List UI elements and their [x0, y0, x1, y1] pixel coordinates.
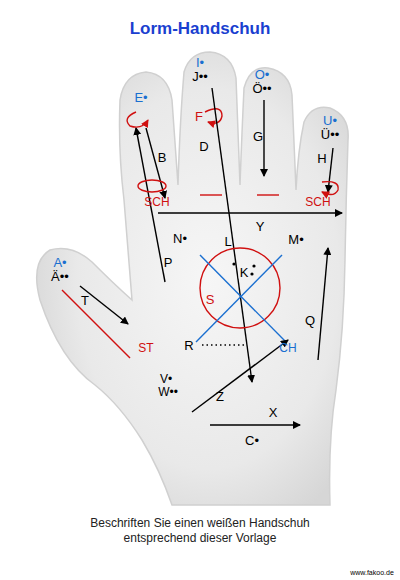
- letter-label: R: [183, 339, 194, 352]
- vowel-label: O•: [254, 68, 271, 81]
- letter-label: X: [268, 406, 279, 419]
- letter-label: Ö••: [251, 82, 272, 95]
- caption: Beschriften Sie einen weißen Handschuh e…: [70, 516, 330, 546]
- letter-label: H: [316, 152, 327, 165]
- letter-label: SCH: [304, 196, 331, 208]
- letter-label: M•: [287, 233, 304, 246]
- letter-label: Ä••: [50, 270, 70, 283]
- letter-label: CH: [278, 342, 297, 354]
- letter-label: Z: [215, 390, 225, 403]
- letter-label: C•: [244, 434, 260, 447]
- vowel-label: E•: [133, 91, 148, 104]
- letter-label: L: [223, 235, 232, 248]
- letter-label: Q: [304, 314, 316, 327]
- letter-label: K: [239, 266, 250, 279]
- letter-label: G: [252, 130, 264, 143]
- letter-label: Ü••: [320, 128, 341, 141]
- letter-label: N•: [172, 232, 188, 245]
- letter-label: F: [194, 110, 204, 123]
- letter-label: S: [205, 293, 216, 306]
- letter-label: J••: [191, 70, 209, 83]
- letter-label: D: [198, 140, 209, 153]
- letter-label: Y: [255, 220, 266, 233]
- letter-label: V•: [159, 373, 173, 385]
- watermark: www.fakoo.de: [349, 569, 395, 576]
- vowel-label: I•: [195, 56, 205, 69]
- letter-label: W••: [157, 386, 179, 398]
- glove-outline: [37, 52, 349, 505]
- vowel-label: U•: [322, 114, 338, 127]
- letter-label: SCH: [143, 196, 170, 208]
- title: Lorm-Handschuh: [0, 20, 400, 37]
- letter-label: P: [163, 256, 174, 269]
- letter-label: B: [157, 151, 168, 164]
- letter-label: ST: [137, 342, 154, 354]
- vowel-label: A•: [52, 256, 67, 269]
- letter-label: T: [80, 294, 90, 307]
